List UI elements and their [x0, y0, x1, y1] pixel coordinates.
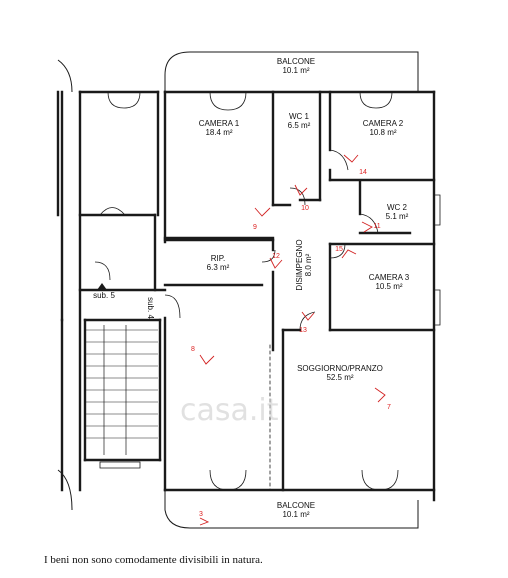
room-area-wc1: 6.5 m²: [288, 121, 311, 130]
view-marker-3: 3: [199, 511, 203, 518]
view-marker-9: 9: [253, 224, 257, 231]
room-label-camera3: CAMERA 3: [369, 273, 410, 282]
view-marker-12: 12: [272, 253, 280, 260]
room-label-camera1: CAMERA 1: [199, 119, 240, 128]
room-area-wc2: 5.1 m²: [386, 212, 409, 221]
view-marker-10: 10: [301, 205, 309, 212]
room-area-soggiorno: 52.5 m²: [326, 373, 353, 382]
room-area-disimpegno: 8.0 m²: [304, 253, 313, 276]
view-marker-14: 14: [359, 169, 367, 176]
view-marker-15: 15: [335, 246, 343, 253]
view-marker-11: 11: [373, 223, 380, 230]
view-marker-8: 8: [191, 346, 195, 353]
view-marker-7: 7: [387, 404, 391, 411]
caption-text: I beni non sono comodamente divisibili i…: [44, 554, 263, 566]
sub-label-5: sub. 5: [93, 291, 115, 300]
room-label-balcone-bottom: BALCONE: [277, 501, 315, 510]
room-label-wc2: WC 2: [387, 203, 408, 212]
room-label-camera2: CAMERA 2: [363, 119, 404, 128]
sub-label-4: sub. 4: [146, 297, 155, 319]
room-area-balcone-bottom: 10.1 m²: [282, 510, 309, 519]
room-area-camera1: 18.4 m²: [205, 128, 232, 137]
room-label-balcone-top: BALCONE: [277, 57, 315, 66]
room-area-camera2: 10.8 m²: [369, 128, 396, 137]
room-area-balcone-top: 10.1 m²: [282, 66, 309, 75]
room-label-disimpegno: DISIMPEGNO: [295, 239, 304, 290]
room-label-soggiorno: SOGGIORNO/PRANZO: [297, 364, 383, 373]
room-label-rip: RIP.: [211, 254, 226, 263]
room-area-camera3: 10.5 m²: [375, 282, 402, 291]
room-label-wc1: WC 1: [289, 112, 310, 121]
watermark-logo: casa.it: [180, 393, 279, 428]
room-area-rip: 6.3 m²: [207, 263, 230, 272]
view-marker-13: 13: [299, 327, 307, 334]
stair-direction-icon: [97, 283, 107, 290]
